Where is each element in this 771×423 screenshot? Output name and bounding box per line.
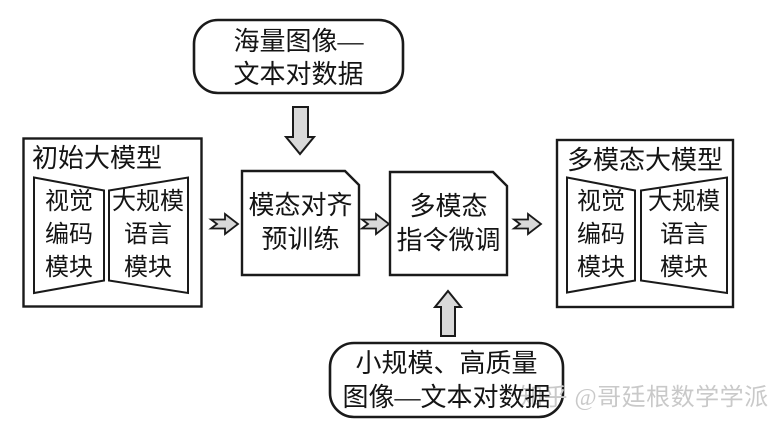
right-language-module-shape [640, 176, 728, 295]
up-arrow-icon [432, 289, 464, 337]
right-vision-line1: 视觉 [577, 189, 625, 215]
initial-model-title: 初始大模型 [32, 144, 163, 173]
massive-data-line1: 海量图像— [233, 27, 364, 56]
left-vision-module-label: 视觉 编码 模块 [34, 186, 104, 285]
quality-data-line2: 图像—文本对数据 [342, 383, 551, 412]
massive-data-box-shape [192, 18, 405, 95]
quality-data-box-shape [328, 341, 565, 419]
left-language-line3: 模块 [124, 255, 172, 281]
pretrain-box-shape [240, 169, 361, 277]
down-arrow-icon [283, 106, 317, 156]
watermark-text: 知乎 @哥廷根数学学派 [519, 385, 769, 411]
left-language-line2: 语言 [124, 222, 172, 248]
right-vision-line3: 模块 [577, 255, 625, 281]
right-language-module-label: 大规模 语言 模块 [641, 186, 727, 285]
right-language-line3: 模块 [660, 255, 708, 281]
flow-arrow-1-icon [208, 212, 240, 236]
left-vision-line3: 模块 [45, 255, 93, 281]
left-vision-line1: 视觉 [45, 189, 93, 215]
quality-data-label: 小规模、高质量 图像—文本对数据 [330, 347, 563, 415]
right-vision-module-shape [566, 176, 636, 294]
right-language-line2: 语言 [660, 222, 708, 248]
left-language-line1: 大规模 [112, 189, 184, 215]
right-vision-module-label: 视觉 编码 模块 [567, 186, 635, 285]
massive-data-line2: 文本对数据 [233, 60, 364, 89]
quality-data-line1: 小规模、高质量 [355, 349, 538, 378]
finetune-label: 多模态 指令微调 [390, 190, 507, 258]
left-vision-line2: 编码 [45, 222, 93, 248]
finetune-box-shape [388, 170, 509, 277]
left-vision-module-shape [33, 176, 105, 295]
flow-arrow-3-icon [511, 212, 543, 236]
flow-arrow-2-icon [359, 212, 391, 236]
finetune-line2: 指令微调 [396, 226, 501, 255]
right-language-line1: 大规模 [648, 189, 720, 215]
pretrain-label: 模态对齐 预训练 [242, 189, 359, 257]
massive-data-label: 海量图像— 文本对数据 [194, 25, 403, 91]
pretrain-line1: 模态对齐 [248, 191, 353, 220]
finetune-line1: 多模态 [409, 192, 488, 221]
left-language-module-label: 大规模 语言 模块 [107, 186, 189, 285]
left-language-module-shape [108, 176, 189, 295]
multimodal-model-title: 多模态大模型 [566, 146, 723, 175]
right-vision-line2: 编码 [577, 222, 625, 248]
pretrain-line2: 预训练 [261, 225, 340, 254]
